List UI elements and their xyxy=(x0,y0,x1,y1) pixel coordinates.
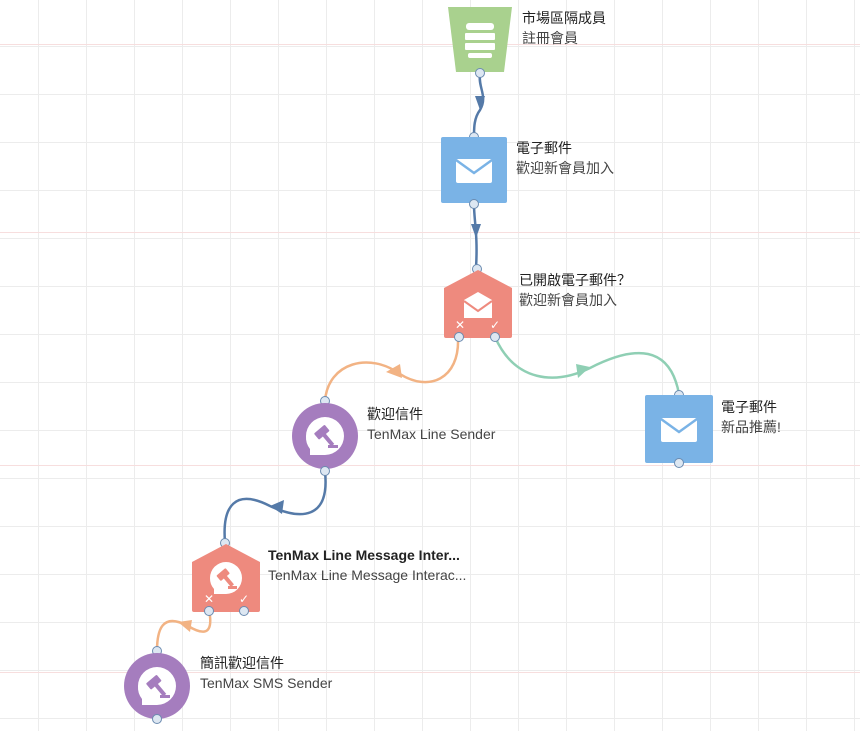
email2-node[interactable] xyxy=(645,390,713,468)
sms-sender-shape xyxy=(124,653,190,719)
connection-open-yes-to-email2[interactable] xyxy=(493,336,681,395)
grid-guide xyxy=(0,232,860,233)
arrowhead xyxy=(270,500,284,514)
segment-out-port[interactable] xyxy=(475,68,485,78)
email1-out-port[interactable] xyxy=(469,199,479,209)
email2-out-port[interactable] xyxy=(674,458,684,468)
open-check-subtitle: 歡迎新會員加入 xyxy=(519,292,617,308)
email2-label: 電子郵件 新品推薦! xyxy=(721,397,781,437)
gavel-icon xyxy=(209,562,242,594)
segment-node[interactable] xyxy=(446,5,516,78)
no-branch-icon: ✕ xyxy=(204,592,215,606)
gavel-icon xyxy=(137,667,176,705)
grid-guide xyxy=(0,672,860,673)
line-sender-node[interactable] xyxy=(290,396,360,478)
email1-shape xyxy=(441,137,507,203)
line-interact-no-port[interactable] xyxy=(204,606,214,616)
line-sender-label: 歡迎信件 TenMax Line Sender xyxy=(367,404,495,444)
email2-subtitle: 新品推薦! xyxy=(721,419,781,435)
sms-sender-title: 簡訊歡迎信件 xyxy=(200,655,284,671)
line-interact-shape xyxy=(192,544,260,612)
segment-subtitle: 註冊會員 xyxy=(522,30,578,46)
open-check-shape xyxy=(444,270,512,338)
email2-shape xyxy=(645,395,713,463)
yes-branch-icon: ✓ xyxy=(239,592,250,606)
email1-title: 電子郵件 xyxy=(516,140,572,156)
line-sender-subtitle: TenMax Line Sender xyxy=(367,426,496,442)
arrowhead xyxy=(576,364,590,378)
sms-sender-out-port[interactable] xyxy=(152,714,162,724)
line-sender-shape xyxy=(292,403,358,469)
open-check-yes-port[interactable] xyxy=(490,332,500,342)
gavel-icon xyxy=(305,417,344,455)
arrowhead xyxy=(178,620,192,632)
segment-label: 市場區隔成員 註冊會員 xyxy=(522,8,606,48)
email2-title: 電子郵件 xyxy=(721,399,777,415)
no-branch-icon: ✕ xyxy=(455,318,466,332)
line-interact-node[interactable]: ✕ ✓ xyxy=(190,538,262,616)
grid-guide xyxy=(0,465,860,466)
line-interact-label: TenMax Line Message Inter... TenMax Line… xyxy=(268,545,466,585)
sms-sender-subtitle: TenMax SMS Sender xyxy=(200,675,333,691)
open-check-no-port[interactable] xyxy=(454,332,464,342)
line-interact-subtitle: TenMax Line Message Interac... xyxy=(268,567,467,583)
db-icon xyxy=(465,23,495,58)
line-sender-title: 歡迎信件 xyxy=(367,406,423,422)
envelope-icon xyxy=(660,417,698,442)
yes-branch-icon: ✓ xyxy=(490,318,501,332)
open-check-label: 已開啟電子郵件？ 歡迎新會員加入 xyxy=(519,270,631,310)
arrowhead xyxy=(475,96,485,110)
envelope-icon xyxy=(455,158,493,183)
sms-sender-label: 簡訊歡迎信件 TenMax SMS Sender xyxy=(200,653,332,693)
email1-node[interactable] xyxy=(441,132,509,210)
arrowhead xyxy=(471,224,481,238)
open-envelope-icon xyxy=(463,292,493,318)
sms-sender-node[interactable] xyxy=(122,646,192,726)
line-interact-yes-port[interactable] xyxy=(239,606,249,616)
connection-interact-no-to-sms[interactable] xyxy=(155,609,212,652)
grid-guide xyxy=(0,44,860,45)
open-check-title: 已開啟電子郵件？ xyxy=(519,272,631,288)
open-check-node[interactable]: ✕ ✓ xyxy=(442,264,514,342)
line-sender-out-port[interactable] xyxy=(320,466,330,476)
segment-shape xyxy=(448,7,512,72)
line-interact-title: TenMax Line Message Inter... xyxy=(268,547,460,563)
email1-subtitle: 歡迎新會員加入 xyxy=(516,160,614,176)
arrowhead xyxy=(386,364,402,378)
email1-label: 電子郵件 歡迎新會員加入 xyxy=(516,138,614,178)
segment-title: 市場區隔成員 xyxy=(522,10,606,26)
